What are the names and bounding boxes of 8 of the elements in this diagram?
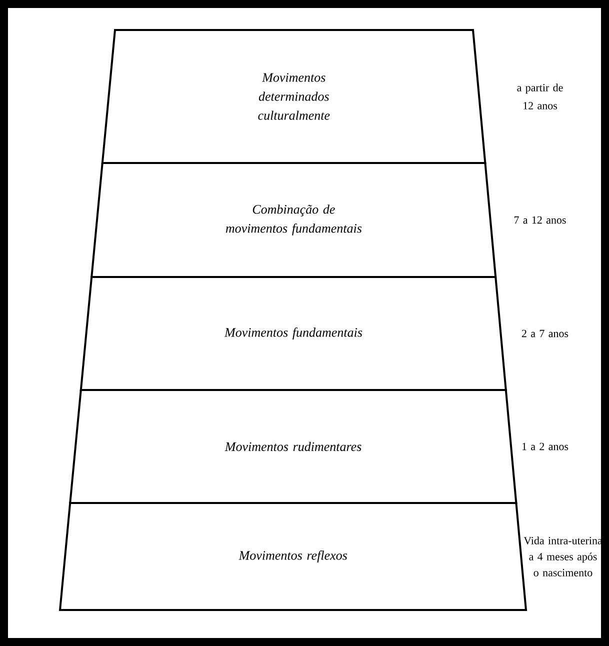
pyramid-band: Movimentos fundamentais: [80, 276, 507, 391]
age-label: 7 a 12 anos: [514, 216, 566, 224]
pyramid-band: Movimentos rudimentares: [69, 389, 518, 504]
pyramid-band: Movimentos determinados culturalmente: [101, 29, 486, 164]
age-label: a partir de 12 anos: [517, 84, 563, 110]
age-label: 2 a 7 anos: [522, 330, 568, 338]
age-label: 1 a 2 anos: [522, 442, 568, 450]
pyramid-band: Combinação de movimentos fundamentais: [90, 162, 497, 278]
